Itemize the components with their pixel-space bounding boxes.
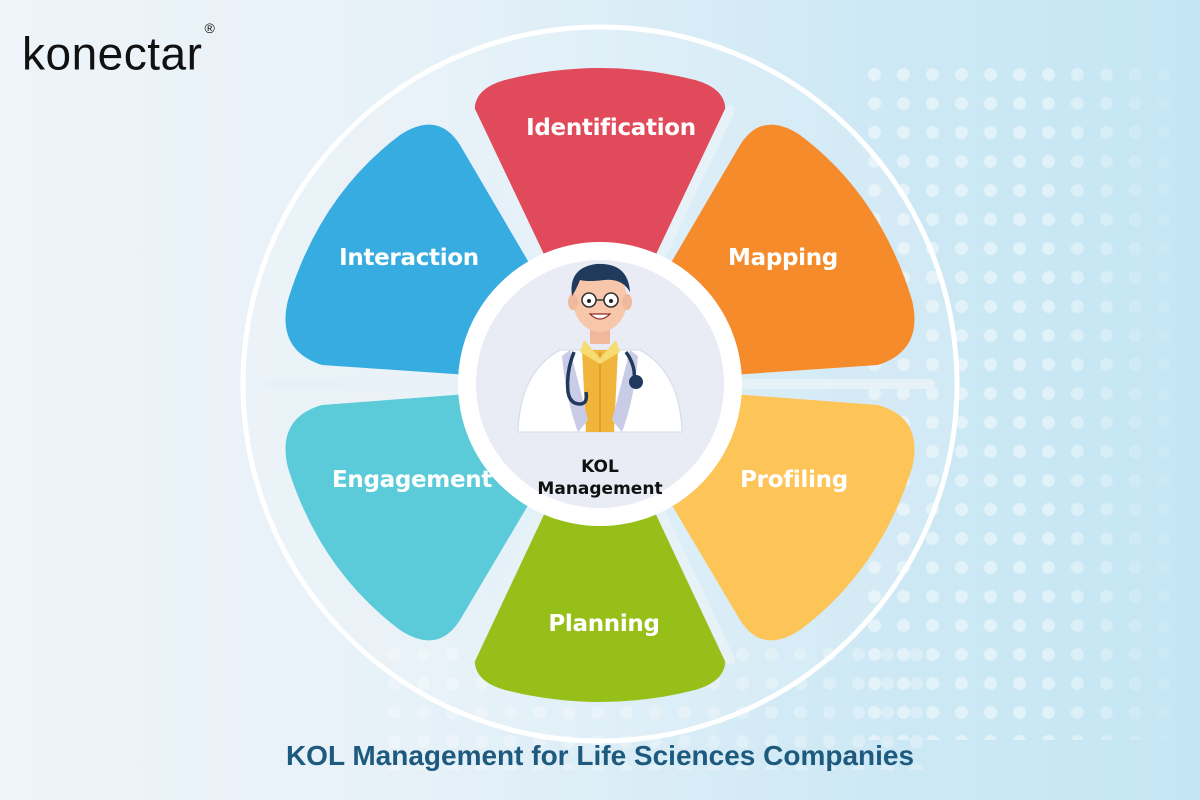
konectar-logo: konectar® (22, 18, 215, 83)
label-engagement: Engagement (331, 467, 493, 493)
segment-planning[interactable] (474, 384, 726, 702)
doctor-icon (517, 263, 683, 433)
center-label-line1: KOL (581, 457, 619, 477)
label-identification: Identification (526, 115, 696, 141)
registered-mark: ® (204, 20, 216, 36)
segment-identification[interactable] (474, 68, 726, 384)
dot-pattern-right (860, 60, 1200, 740)
center-label: KOL Management (537, 456, 662, 500)
label-mapping: Mapping (728, 245, 838, 271)
label-planning: Planning (548, 611, 660, 637)
label-interaction: Interaction (339, 245, 479, 271)
logo-text: konectar (22, 27, 203, 80)
label-profiling: Profiling (740, 467, 848, 493)
page-title: KOL Management for Life Sciences Compani… (285, 740, 915, 771)
center-label-line2: Management (537, 479, 663, 499)
